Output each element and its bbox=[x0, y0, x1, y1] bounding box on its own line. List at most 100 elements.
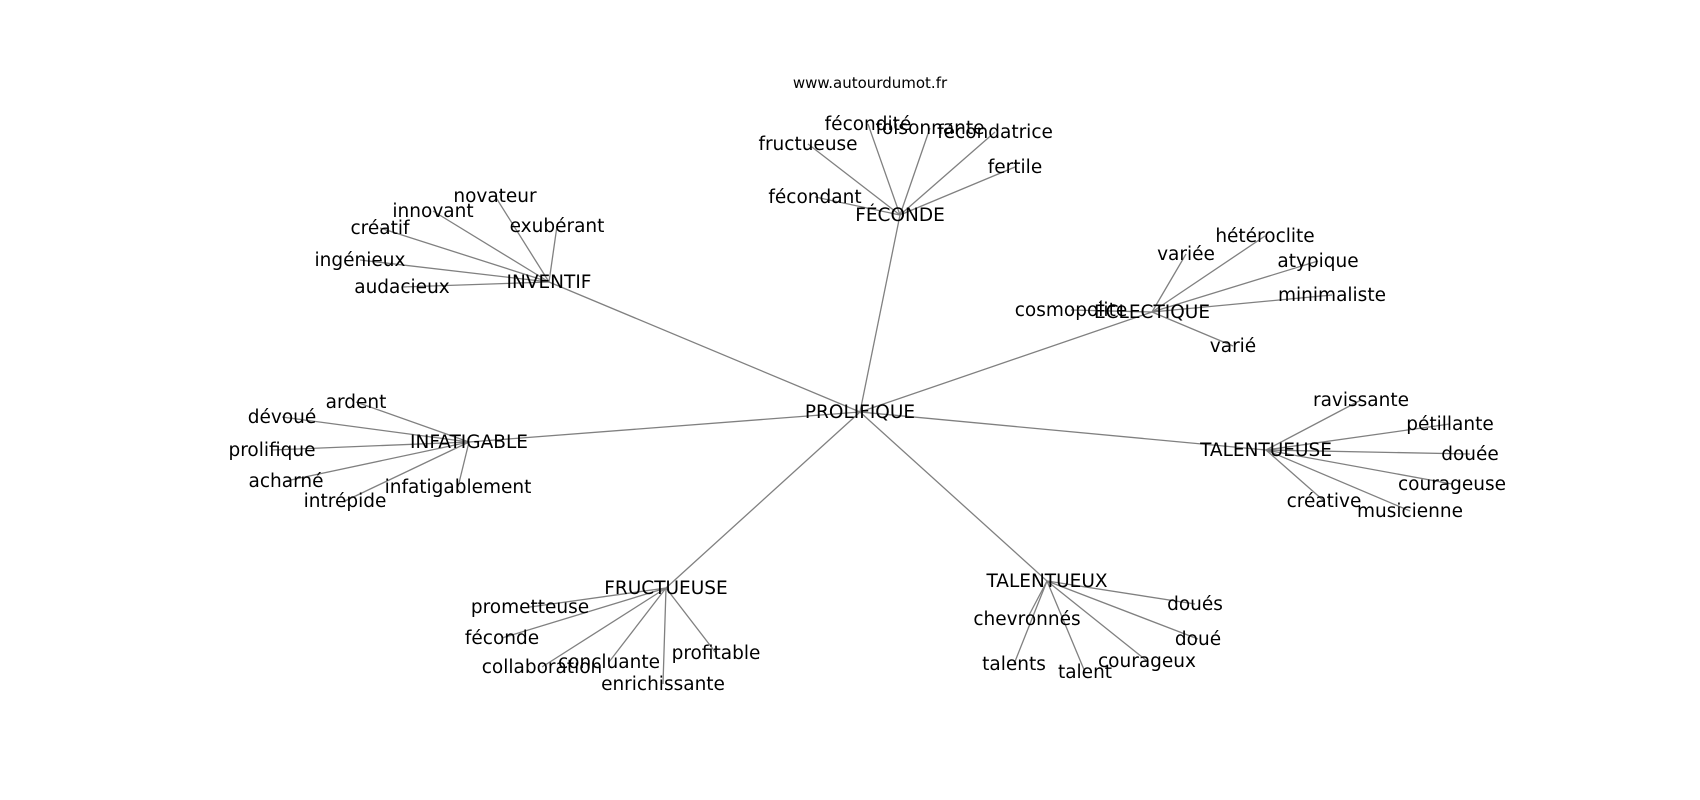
edge-hub-to-word bbox=[457, 441, 470, 488]
edge-hub-to-word bbox=[379, 227, 550, 283]
edge-hub-to-word bbox=[608, 587, 667, 663]
edge-center-to-hub bbox=[859, 411, 1048, 582]
edge-hub-to-word bbox=[1151, 260, 1319, 313]
word-node-label: varié bbox=[1210, 336, 1256, 357]
edge-hub-to-word bbox=[1151, 311, 1234, 347]
edge-hub-to-word bbox=[541, 587, 667, 668]
edge-hub-to-word bbox=[867, 123, 901, 216]
edge-hub-to-word bbox=[1046, 580, 1196, 605]
word-node-label: ingénieux bbox=[315, 250, 406, 271]
word-node-label: enrichissante bbox=[601, 674, 725, 695]
edge-hub-to-word bbox=[899, 127, 931, 216]
edge-hub-to-word bbox=[1151, 253, 1187, 313]
word-node-label: foisonnante bbox=[875, 118, 984, 139]
edge-hub-to-word bbox=[1013, 580, 1048, 665]
word-node-label: doués bbox=[1167, 594, 1223, 615]
edge-hub-to-word bbox=[807, 143, 901, 216]
edge-hub-to-word bbox=[432, 210, 550, 283]
word-node-label: doué bbox=[1175, 629, 1221, 650]
edge-hub-to-word bbox=[1151, 235, 1266, 313]
edge-center-to-hub bbox=[859, 411, 1267, 451]
edges bbox=[271, 123, 1471, 685]
edge-hub-to-word bbox=[1265, 449, 1453, 485]
edge-hub-to-word bbox=[665, 587, 717, 654]
edge-center-to-hub bbox=[468, 411, 861, 443]
site-url: www.autourdumot.fr bbox=[793, 74, 948, 92]
hub-node-label: INVENTIF bbox=[507, 272, 592, 293]
hub-node-label: INFATIGABLE bbox=[410, 432, 528, 453]
edge-hub-to-word bbox=[494, 195, 550, 283]
edge-hub-to-word bbox=[1070, 309, 1153, 313]
word-node-label: courageuse bbox=[1398, 474, 1506, 495]
word-node-label: collaboration bbox=[482, 657, 603, 678]
word-node-label: concluante bbox=[558, 652, 660, 673]
edge-hub-to-word bbox=[359, 259, 550, 283]
hub-node-label: FÉCONDE bbox=[855, 204, 945, 226]
word-node-label: exubérant bbox=[510, 216, 605, 237]
word-node-label: pétillante bbox=[1406, 414, 1494, 435]
edge-center-to-hub bbox=[665, 411, 861, 589]
edge-center-to-hub bbox=[859, 214, 901, 413]
word-node-label: infatigablement bbox=[385, 477, 532, 498]
edge-hub-to-word bbox=[662, 587, 667, 685]
edge-hub-to-word bbox=[271, 441, 470, 451]
edge-hub-to-word bbox=[401, 281, 550, 288]
word-node-label: féconde bbox=[465, 628, 539, 649]
word-node-label: variée bbox=[1157, 244, 1215, 265]
edge-hub-to-word bbox=[1265, 449, 1471, 455]
word-node-label: douée bbox=[1441, 444, 1499, 465]
word-node-label: innovant bbox=[392, 201, 473, 222]
word-node-label: prolifique bbox=[228, 440, 315, 461]
edge-hub-to-word bbox=[285, 441, 470, 482]
edge-hub-to-word bbox=[344, 441, 470, 502]
word-node-label: musicienne bbox=[1357, 501, 1463, 522]
word-node-label: fertile bbox=[988, 157, 1042, 178]
word-node-label: audacieux bbox=[354, 277, 450, 298]
word-node-label: chevronnés bbox=[973, 609, 1080, 630]
word-node-label: hétéroclite bbox=[1215, 226, 1314, 247]
edge-hub-to-word bbox=[281, 416, 470, 443]
edge-hub-to-word bbox=[1265, 449, 1411, 512]
word-node-label: minimaliste bbox=[1278, 285, 1386, 306]
word-node-label: intrépide bbox=[304, 491, 387, 512]
edge-hub-to-word bbox=[529, 587, 667, 608]
edge-hub-to-word bbox=[899, 131, 996, 216]
word-node-label: ardent bbox=[326, 392, 387, 413]
hub-node-label: FRUCTUEUSE bbox=[604, 578, 727, 599]
hub-node-label: TALENTUEUSE bbox=[1199, 440, 1332, 461]
labels: www.autourdumot.fr PROLIFIQUE FÉCONDE féco… bbox=[228, 74, 1506, 695]
edge-hub-to-word bbox=[814, 196, 901, 216]
edge-hub-to-word bbox=[355, 401, 470, 443]
edge-center-to-hub bbox=[859, 311, 1153, 413]
edge-hub-to-word bbox=[1265, 399, 1362, 451]
word-node-label: talents bbox=[982, 654, 1046, 675]
edge-hub-to-word bbox=[1046, 580, 1086, 673]
word-node-label: dévoué bbox=[248, 407, 317, 428]
edge-hub-to-word bbox=[1265, 449, 1325, 502]
edge-hub-to-word bbox=[548, 225, 558, 283]
word-node-label: novateur bbox=[453, 186, 537, 207]
edge-hub-to-word bbox=[501, 587, 667, 639]
word-node-label: créatif bbox=[351, 218, 410, 239]
word-node-label: fécondité bbox=[825, 114, 912, 135]
word-node-label: fructueuse bbox=[758, 134, 857, 155]
edge-hub-to-word bbox=[1026, 580, 1048, 620]
edge-center-to-hub bbox=[548, 281, 861, 413]
hub-node-label: ÉCLECTIQUE bbox=[1094, 301, 1210, 323]
edge-hub-to-word bbox=[1265, 423, 1451, 451]
edge-hub-to-word bbox=[1046, 580, 1148, 662]
word-node-label: ravissante bbox=[1313, 390, 1409, 411]
edge-hub-to-word bbox=[899, 166, 1016, 216]
center-node-label: PROLIFIQUE bbox=[805, 402, 915, 423]
edge-hub-to-word bbox=[1151, 294, 1333, 313]
word-node-label: cosmopolite bbox=[1015, 300, 1127, 321]
word-node-label: courageux bbox=[1098, 651, 1196, 672]
word-node-label: créative bbox=[1287, 491, 1362, 512]
edge-hub-to-word bbox=[1046, 580, 1199, 640]
word-node-label: talent bbox=[1058, 662, 1112, 683]
word-node-label: acharné bbox=[249, 471, 324, 492]
hub-node-label: TALENTUEUX bbox=[985, 571, 1107, 592]
word-node-label: prometteuse bbox=[471, 597, 589, 618]
word-node-label: atypique bbox=[1277, 251, 1358, 272]
